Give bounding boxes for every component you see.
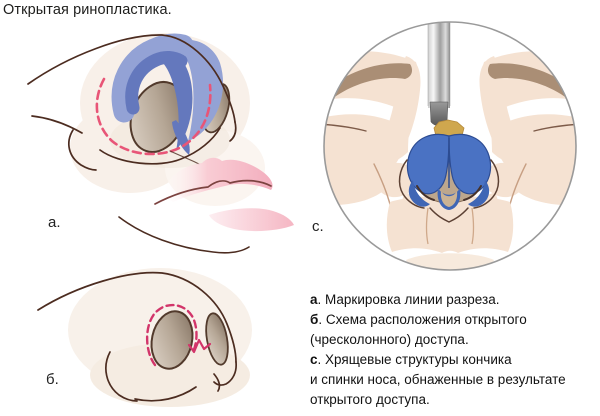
figure-b-transcolumellar-access bbox=[37, 268, 252, 407]
caption-line-b2: (чресколонного) доступа. bbox=[310, 332, 469, 347]
circle-border bbox=[323, 21, 577, 271]
lips bbox=[118, 157, 294, 254]
tip-cartilage-domes-blue bbox=[406, 133, 492, 210]
nose-outline bbox=[37, 271, 237, 402]
upper-lip bbox=[386, 196, 514, 253]
face-left-half bbox=[324, 51, 421, 209]
chin bbox=[406, 253, 494, 270]
figure-c-label: с. bbox=[312, 218, 324, 235]
page-title: Открытая ринопластика. bbox=[3, 2, 172, 18]
stairstep-incision-zigzag bbox=[187, 338, 212, 354]
incision-dashed-line bbox=[95, 77, 212, 156]
figure-c-exposed-cartilage-circle bbox=[323, 21, 577, 271]
alar-cartilage-blue bbox=[111, 33, 224, 155]
caption-line-a: а. Маркировка линии разреза. bbox=[310, 292, 500, 307]
figure-caption: а. Маркировка линии разреза. б. Схема ра… bbox=[310, 290, 600, 410]
alar-flap-outlines bbox=[398, 159, 500, 223]
nostrils bbox=[150, 310, 229, 370]
figure-b-label: б. bbox=[46, 371, 59, 388]
eyebrow bbox=[324, 63, 413, 102]
retractor-instrument-icon bbox=[427, 22, 451, 126]
nose-outline bbox=[27, 34, 237, 171]
caption-line-c2: и спинки носа, обнаженные в результате bbox=[310, 372, 566, 387]
figure-a-nose-incision-marking bbox=[27, 33, 294, 254]
caption-line-b: б. Схема расположения открытого bbox=[310, 312, 527, 327]
caption-line-c: с. Хрящевые структуры кончика bbox=[310, 352, 512, 367]
incision-dashed-line bbox=[145, 303, 198, 367]
caption-line-c3: открытого доступа. bbox=[310, 392, 430, 407]
figure-a-label: а. bbox=[48, 214, 61, 231]
